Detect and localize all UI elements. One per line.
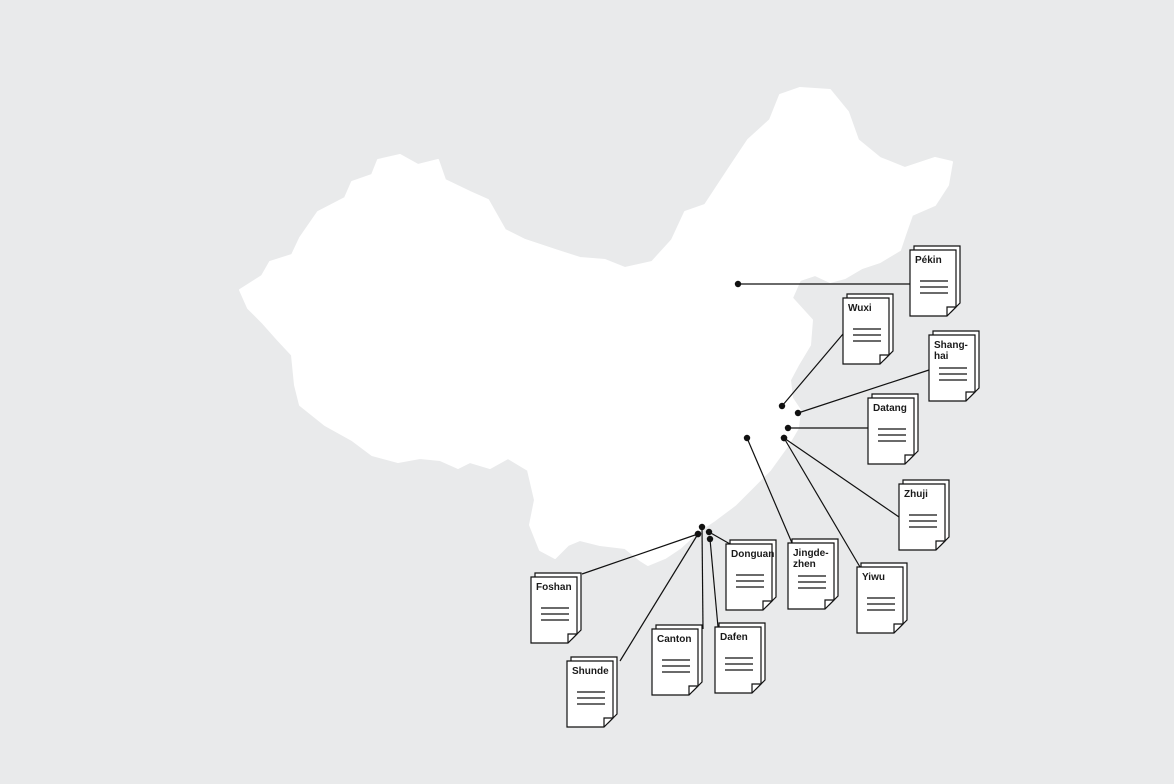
document-shanghai: Shang-hai [928,330,980,402]
document-front-sheet [842,297,890,365]
document-front-sheet [898,483,946,551]
document-shunde: Shunde [566,656,618,728]
document-dafen: Dafen [714,622,766,694]
document-front-sheet [867,397,915,465]
document-fold-corner [893,623,903,633]
document-fold-corner [751,683,761,693]
city-dot-canton [698,523,706,531]
city-label-shanghai: Shang- [934,340,968,351]
city-label-wuxi: Wuxi [848,303,872,314]
city-dot-dafen [706,535,714,543]
connector-wuxi [781,333,844,407]
city-label-shanghai: hai [934,351,949,362]
city-connectors [581,283,930,662]
document-fold-corner [904,454,914,464]
document-fold-corner [824,599,834,609]
document-front-sheet [651,628,699,696]
document-dongguan: Donguan [725,539,777,611]
connector-yiwu [783,437,861,568]
city-label-jingdezhen: zhen [793,559,816,570]
document-foshan: Foshan [530,572,582,644]
document-fold-corner [965,391,975,401]
city-dot-shanghai [794,409,802,417]
connector-jingdezhen [746,437,793,544]
document-wuxi: Wuxi [842,293,894,365]
connector-zhuji [783,437,900,518]
city-label-shunde: Shunde [572,666,609,677]
document-jingdezhen: Jingde-zhen [787,538,839,610]
document-yiwu: Yiwu [856,562,908,634]
document-fold-corner [762,600,772,610]
document-fold-corner [603,717,613,727]
document-fold-corner [935,540,945,550]
city-dot-jingdezhen [743,434,751,442]
document-datang: Datang [867,393,919,465]
document-pekin: Pékin [909,245,961,317]
document-front-sheet [856,566,904,634]
connector-canton [701,526,704,630]
city-label-zhuji: Zhuji [904,489,928,500]
document-front-sheet [714,626,762,694]
city-dot-dongguan [705,528,713,536]
connector-shunde [619,533,699,662]
document-zhuji: Zhuji [898,479,950,551]
city-dots [694,280,802,543]
city-label-dongguan: Donguan [731,549,774,560]
connector-shanghai [797,369,930,414]
connector-dongguan [708,531,731,545]
china-land-shape [239,87,953,566]
document-canton: Canton [651,624,703,696]
city-dot-datang [784,424,792,432]
city-label-datang: Datang [873,403,907,414]
city-label-canton: Canton [657,634,691,645]
document-front-sheet [909,249,957,317]
document-front-sheet [566,660,614,728]
city-label-foshan: Foshan [536,582,572,593]
city-dot-yiwu [780,434,788,442]
document-fold-corner [946,306,956,316]
connector-dafen [709,538,719,628]
city-label-yiwu: Yiwu [862,572,885,583]
document-front-sheet [530,576,578,644]
city-dot-foshan [694,530,702,538]
city-label-dafen: Dafen [720,632,748,643]
connector-foshan [581,533,699,575]
document-fold-corner [688,685,698,695]
city-label-pekin: Pékin [915,255,942,266]
document-fold-corner [567,633,577,643]
city-label-jingdezhen: Jingde- [793,548,829,559]
document-front-sheet [725,543,773,611]
city-dot-wuxi [778,402,786,410]
city-dot-pekin [734,280,742,288]
document-fold-corner [879,354,889,364]
